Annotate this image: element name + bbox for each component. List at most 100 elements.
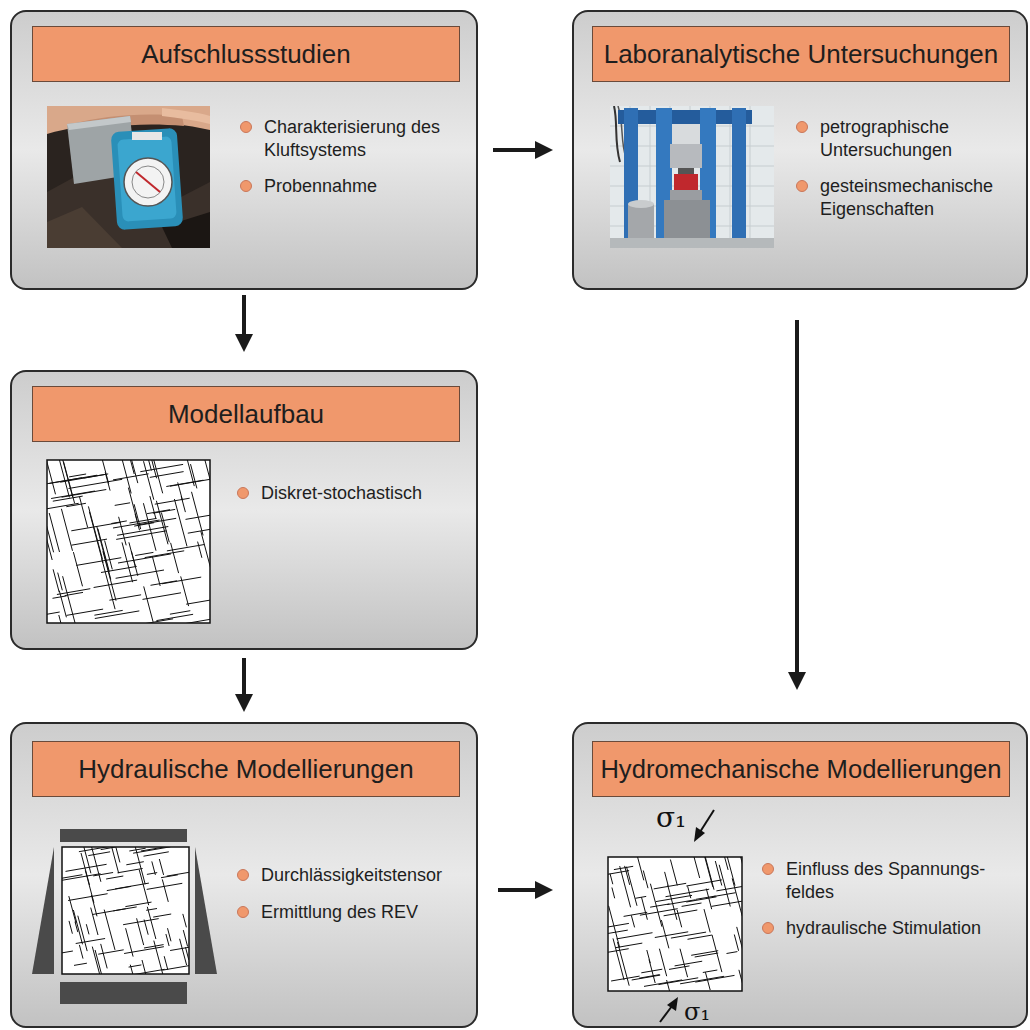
fracture-line — [135, 552, 153, 555]
fracture-line — [680, 949, 688, 978]
fracture-line — [166, 934, 169, 946]
fracture-line — [664, 910, 698, 916]
fracture-line — [131, 551, 135, 567]
fracture-lines — [47, 460, 210, 623]
fracture-line — [180, 939, 187, 965]
fracture-line — [143, 593, 182, 600]
bullet-text: Durchlässigkeitstensor — [261, 864, 442, 887]
fracture-line — [47, 503, 79, 510]
fracture-line — [695, 953, 719, 957]
bullet-dot — [240, 121, 252, 133]
fracture-line — [712, 893, 735, 897]
fracture-line — [170, 477, 210, 486]
fracture-line — [608, 949, 629, 954]
boundary-bar — [60, 982, 187, 1004]
process-panel: Diskret-stochastisch Modellaufbau — [10, 370, 478, 650]
fracture-line — [61, 509, 72, 551]
title-box: Laboranalytische Untersuchungen — [592, 26, 1010, 82]
stress-arrow — [660, 1006, 672, 1022]
fracture-line — [69, 479, 123, 488]
fracture-line — [53, 569, 59, 592]
fracture-line — [152, 861, 156, 875]
fracture-line — [712, 935, 722, 972]
fracture-line — [104, 910, 115, 950]
fracture-line — [53, 496, 83, 501]
bullet-item: Probennahme — [240, 175, 472, 198]
fracture-line — [183, 914, 187, 927]
bullet-dot — [762, 863, 774, 875]
bullet-dot — [237, 869, 249, 881]
fracture-line — [125, 902, 151, 907]
fracture-line — [671, 932, 706, 938]
fracture-line — [680, 976, 724, 984]
fracture-line — [723, 857, 729, 870]
fracture-line — [155, 498, 190, 504]
fracture-line — [91, 908, 98, 935]
bullet-list: DurchlässigkeitstensorErmittlung des REV — [237, 864, 472, 923]
fracture-line — [116, 848, 120, 863]
fracture-line — [164, 956, 168, 970]
fracture-line — [111, 521, 127, 524]
fracture-line — [76, 558, 121, 566]
fracture-line — [69, 896, 76, 923]
stress-arrow — [694, 827, 705, 842]
fracture-line — [147, 907, 156, 939]
fracture-line — [151, 581, 177, 586]
bullet-item: Charakterisierung des Kluftsystems — [240, 116, 472, 161]
bullet-item: gesteinsmechanische Eigenschaften — [796, 175, 1022, 220]
title-box: Hydraulische Modellierungen — [32, 741, 460, 797]
bullet-dot — [237, 487, 249, 499]
fracture-line — [127, 969, 164, 974]
bullet-text: Probennahme — [264, 175, 377, 198]
fracture-line — [191, 464, 197, 488]
fracture-line — [705, 972, 710, 990]
fracture-line — [608, 923, 629, 929]
bullet-text: Ermittlung des REV — [261, 901, 418, 924]
bullet-list: Einfluss des Spannungs- feldeshydraulisc… — [762, 858, 1024, 940]
fracture-line — [732, 878, 742, 916]
fracture-line — [688, 886, 691, 898]
fracture-line — [47, 522, 52, 560]
pressure-wedge — [32, 847, 54, 974]
fracture-line — [171, 543, 179, 573]
fracture-line — [68, 894, 108, 901]
fracture-line — [135, 847, 145, 884]
fracture-line — [156, 614, 193, 620]
fracture-line — [73, 552, 82, 586]
fracture-line — [84, 474, 109, 478]
fracture-line — [159, 859, 163, 875]
fracture-line — [704, 909, 710, 932]
fracture-line — [71, 539, 107, 545]
fracture-line — [170, 945, 189, 951]
fracture-line — [170, 611, 190, 615]
stress-label: σ₁ — [684, 1000, 710, 1024]
fracture-line — [174, 499, 187, 546]
fracture-lines — [62, 847, 189, 974]
fracture-line — [669, 966, 690, 970]
fracture-line — [130, 460, 138, 483]
fracture-line — [69, 921, 72, 934]
fracture-line — [62, 875, 82, 879]
fracture-line — [144, 461, 154, 500]
network-frame — [62, 847, 189, 974]
bullet-list: Diskret-stochastisch — [237, 482, 467, 505]
fracture-line — [694, 857, 700, 878]
fracture-line — [109, 847, 119, 873]
fracture-line — [129, 848, 145, 851]
bullet-text: Einfluss des Spannungs- feldes — [786, 858, 1024, 903]
bullet-item: Einfluss des Spannungs- feldes — [762, 858, 1024, 903]
fracture-line — [639, 975, 660, 979]
fracture-line — [106, 876, 123, 879]
fracture-line — [95, 611, 140, 619]
fracture-line — [103, 551, 116, 600]
fracture-line — [129, 542, 138, 576]
fracture-line — [140, 464, 183, 471]
fracture-line — [688, 935, 712, 939]
fracture-line — [126, 928, 134, 956]
fracture-line — [130, 965, 135, 974]
bullet-text: gesteinsmechanische Eigenschaften — [820, 175, 1022, 220]
arrow-shaft — [795, 320, 799, 672]
title-box: Modellaufbau — [32, 386, 460, 442]
fracture-line — [91, 847, 101, 882]
fracture-line — [727, 952, 738, 954]
